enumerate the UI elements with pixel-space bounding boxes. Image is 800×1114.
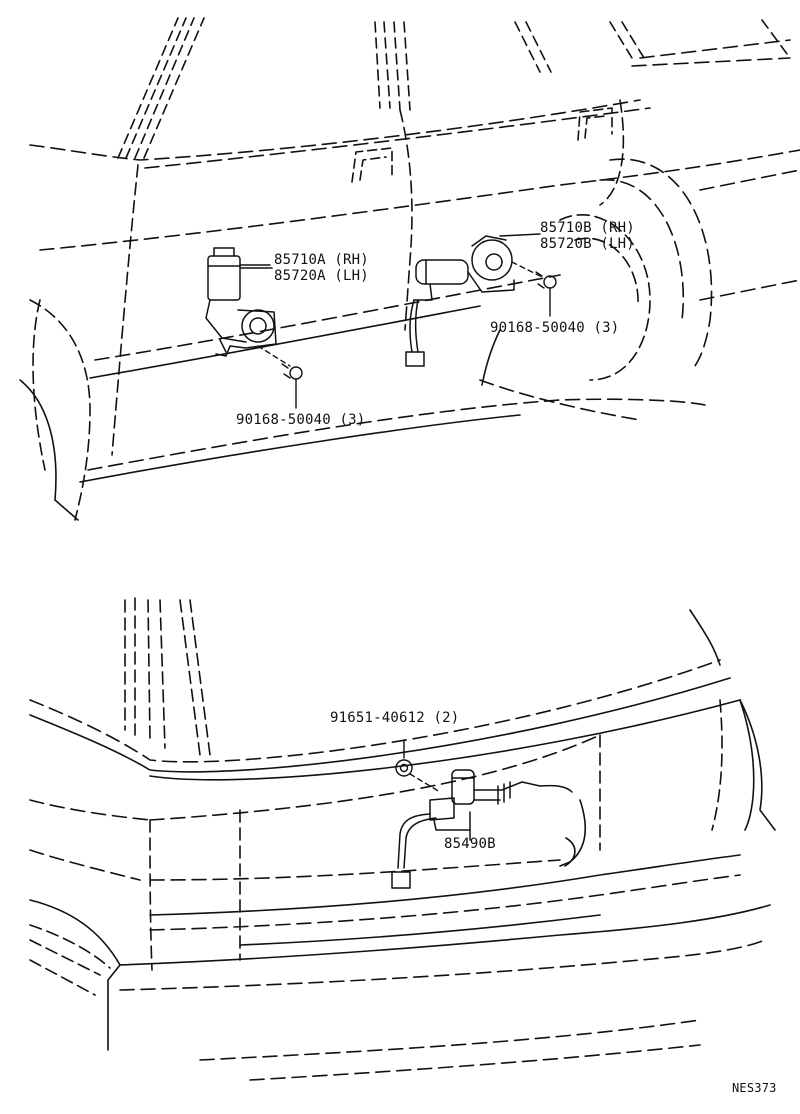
tail-motor-label: 85490B [444,836,496,852]
front-door-handle [351,147,393,183]
rear-door-handle [577,107,613,141]
front-screw-label: 90168-50040 (3) [236,412,366,428]
figure-code: NES373 [732,1081,777,1095]
rear-screw [511,261,557,317]
tail-nut-label: 91651-40612 (2) [330,710,460,726]
front-motor-lh-label: 85720A (LH) [274,268,369,284]
tailgate-lock-motor [391,769,573,889]
front-screw [257,345,303,409]
rear-screw-label: 90168-50040 (3) [490,320,620,336]
rear-pillars [124,597,211,756]
tailgate-nut [395,739,441,793]
front-motor-rh-label: 85710A (RH) [274,252,369,268]
car-body-side-view [19,17,800,521]
rear-window-motor [405,233,541,367]
car-body-rear-view [29,597,776,1081]
rear-wheel-arch [609,158,713,371]
rear-motor-rh-label: 85710B (RH) [540,220,635,236]
front-window-motor [205,247,277,357]
front-wheel-arch [29,299,91,521]
rear-motor-lh-label: 85720B (LH) [540,236,635,252]
window-pillars [117,17,791,159]
